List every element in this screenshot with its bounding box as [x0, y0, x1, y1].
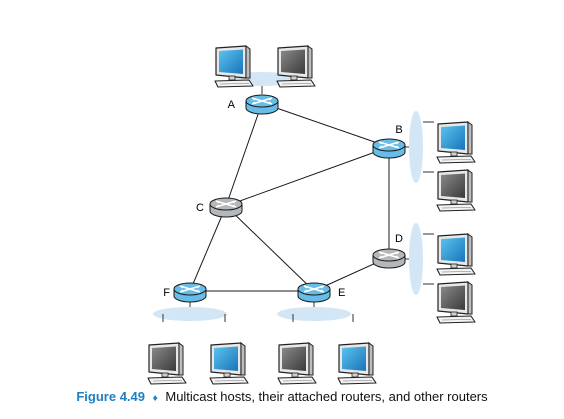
- computer-icon: [436, 169, 476, 212]
- gray-screen: [441, 173, 465, 198]
- computer-icon: [209, 342, 249, 385]
- lan-highlight-d: [409, 223, 423, 295]
- router-labels: A B C D E F: [163, 99, 403, 299]
- blue-screen: [214, 346, 238, 371]
- caption-text: Multicast hosts, their attached routers,…: [165, 389, 488, 404]
- computer-icon: [147, 342, 187, 385]
- link-c-e: [225, 205, 315, 292]
- blue-screen: [441, 125, 465, 150]
- network-links: [189, 102, 390, 292]
- gray-screen: [441, 285, 465, 310]
- lan-highlight-e: [277, 307, 351, 321]
- computer-icon: [436, 121, 476, 164]
- diamond-separator-icon: ♦: [152, 393, 158, 404]
- figure-label: Figure 4.49: [76, 389, 145, 404]
- router-c-label: C: [196, 202, 204, 214]
- router-a-label: A: [228, 99, 236, 111]
- router-b-label: B: [395, 124, 402, 136]
- host-wires: [162, 66, 434, 322]
- link-b-c: [225, 146, 390, 207]
- blue-screen: [441, 237, 465, 262]
- router-e-label: E: [338, 287, 345, 299]
- router-a-icon: [245, 94, 279, 115]
- computer-icon: [337, 342, 377, 385]
- router-b-icon: [372, 138, 406, 159]
- gray-screen: [152, 346, 176, 371]
- router-d-icon: [372, 248, 406, 269]
- computer-icon: [276, 45, 316, 88]
- gray-screen: [282, 346, 306, 371]
- gray-screen: [281, 49, 305, 74]
- router-f-icon: [173, 282, 207, 303]
- router-c-icon: [209, 197, 243, 218]
- computer-icon: [436, 281, 476, 324]
- hosts: [147, 45, 476, 385]
- router-d-label: D: [395, 233, 403, 245]
- figure-caption: Figure 4.49 ♦ Multicast hosts, their att…: [0, 389, 564, 404]
- link-a-b: [261, 102, 390, 148]
- computer-icon: [214, 45, 254, 88]
- router-f-label: F: [163, 287, 170, 299]
- lan-highlight-f: [153, 307, 227, 321]
- lan-highlight-b: [409, 111, 423, 183]
- computer-icon: [436, 233, 476, 276]
- link-c-f: [189, 205, 227, 292]
- router-e-icon: [297, 282, 331, 303]
- link-a-c: [225, 102, 263, 207]
- blue-screen: [219, 49, 243, 74]
- routers: [173, 94, 406, 303]
- computer-icon: [277, 342, 317, 385]
- blue-screen: [342, 346, 366, 371]
